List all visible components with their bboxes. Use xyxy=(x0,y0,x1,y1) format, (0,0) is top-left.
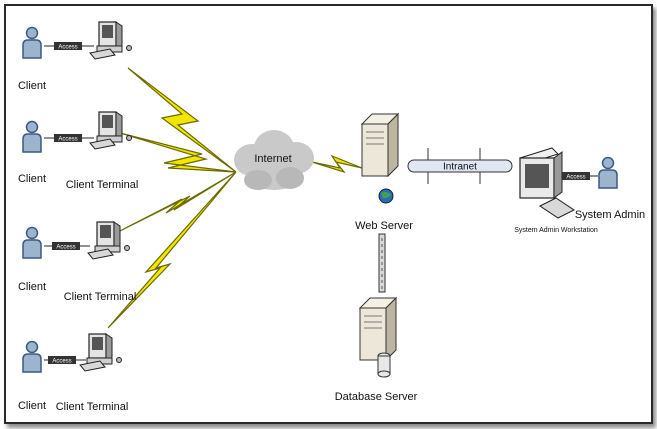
lightning-link-4 xyxy=(107,171,237,329)
client-label: Client xyxy=(18,80,46,92)
client-terminal-icon xyxy=(79,333,123,372)
client-terminal-label: Client Terminal xyxy=(56,401,129,413)
client-terminal-label: Client Terminal xyxy=(64,291,137,303)
client-person-icon xyxy=(22,340,42,373)
admin-workstation-icon xyxy=(519,147,575,219)
db-link xyxy=(378,233,386,293)
client-person-icon xyxy=(22,26,42,59)
lightning-link-2 xyxy=(119,132,237,173)
internet-cloud-icon xyxy=(234,130,314,190)
wireless-links xyxy=(107,67,363,329)
client-row-3 xyxy=(22,221,131,260)
system-admin-person-icon xyxy=(598,156,618,189)
client-terminal-icon xyxy=(89,21,133,60)
lightning-link-internet-web xyxy=(311,154,363,174)
client-row-2 xyxy=(22,111,133,153)
client-terminal-label: Client Terminal xyxy=(66,179,139,191)
client-row-4 xyxy=(22,333,123,373)
web-server-label: Web Server xyxy=(355,220,413,232)
client-label: Client xyxy=(18,173,46,185)
client-label: Client xyxy=(18,281,46,293)
intranet-bus xyxy=(407,148,513,184)
access-label: Access xyxy=(58,45,77,51)
access-label: Access xyxy=(566,175,585,181)
web-server-icon xyxy=(361,113,399,204)
client-row-1 xyxy=(22,21,133,60)
admin-workstation-label: System Admin Workstation xyxy=(514,227,598,234)
client-person-icon xyxy=(22,226,42,259)
intranet-label: Intranet xyxy=(443,162,477,173)
database-server-label: Database Server xyxy=(335,391,418,403)
database-server-icon xyxy=(359,297,397,378)
client-label: Client xyxy=(18,400,46,412)
client-terminal-icon xyxy=(89,111,133,150)
internet-label: Internet xyxy=(254,153,291,165)
client-person-icon xyxy=(22,120,42,153)
system-admin-label: System Admin xyxy=(575,209,645,221)
access-label: Access xyxy=(52,359,71,365)
lightning-link-1 xyxy=(127,67,237,173)
access-label: Access xyxy=(56,245,75,251)
access-label: Access xyxy=(58,137,77,143)
client-terminal-icon xyxy=(87,221,131,260)
